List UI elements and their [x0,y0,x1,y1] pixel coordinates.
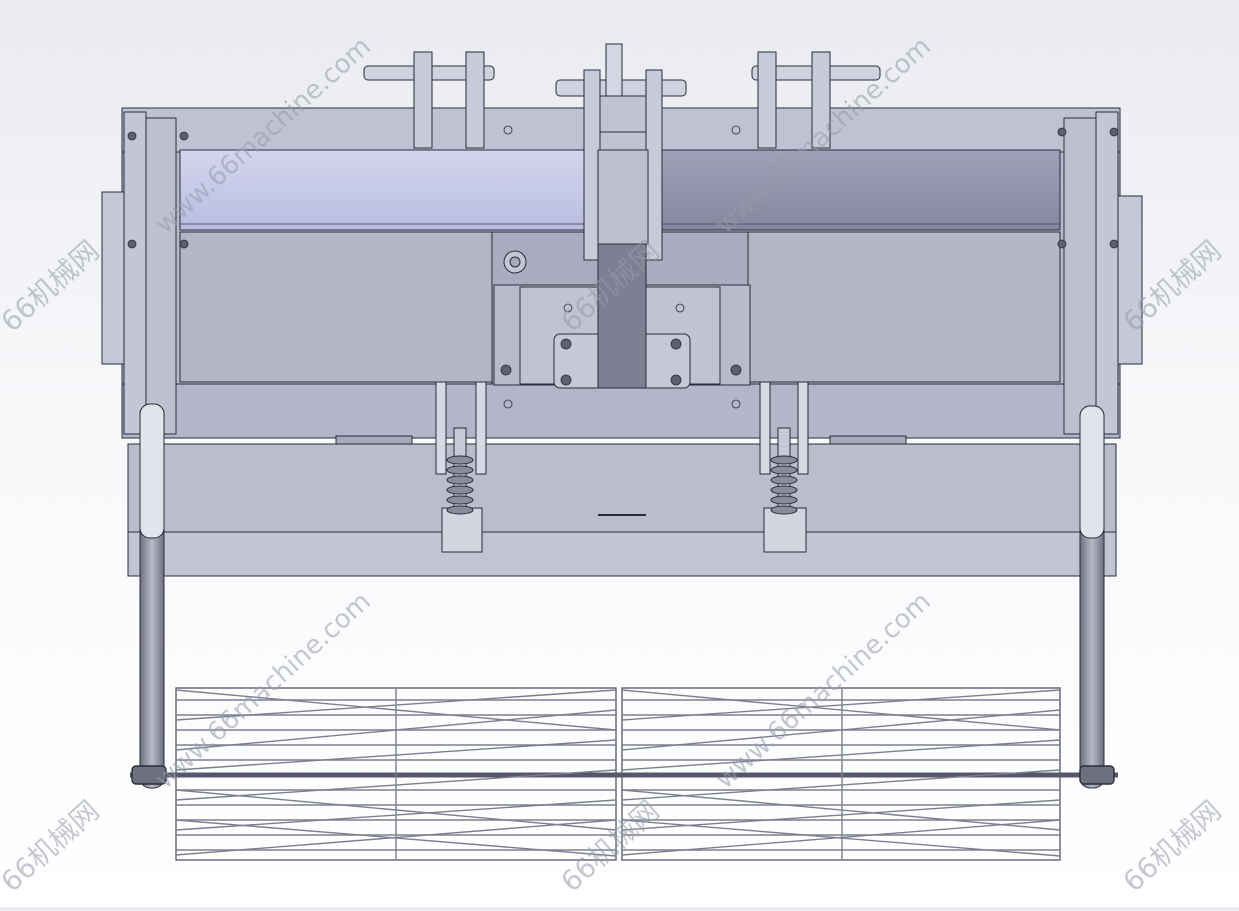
leveling-board [127,443,1117,577]
right-spring-adjuster [759,381,809,553]
mast-top-block [599,95,647,133]
mast-shaft [605,43,623,105]
end-plates [123,111,1119,435]
bolt-icon [127,125,1119,409]
right-end-plate-inner [1063,117,1097,435]
spring-icon [435,381,809,553]
left-hitch-plate-a [413,51,433,149]
left-hitch-plate-b [465,51,485,149]
left-side-block [101,191,127,365]
right-beam [659,149,1061,231]
left-end-plate-inner [145,117,177,435]
left-cage [175,687,617,861]
mast-column [597,243,647,389]
left-panel [179,231,493,383]
cage-roller [130,687,1118,861]
hitch-brackets [363,43,881,389]
leveling-board-upper [127,443,1117,533]
right-hitch-plate-b [811,51,831,149]
right-end-plate-outer [1095,111,1119,435]
shaft-end-caps [131,765,1115,785]
left-beam [179,149,586,231]
roller-arms [139,403,1105,789]
right-side-block [1117,195,1143,365]
right-panel [747,231,1061,383]
leveling-board-lower [127,531,1117,577]
housing-bottom-strip [121,383,1121,439]
left-spring-adjuster [435,381,487,553]
left-end-plate-outer [123,111,147,435]
right-cage [621,687,1061,861]
mast-body [597,149,649,245]
right-hitch-plate-a [757,51,777,149]
